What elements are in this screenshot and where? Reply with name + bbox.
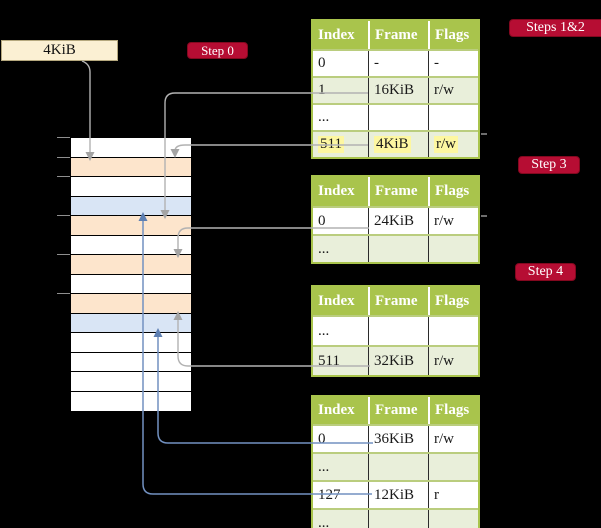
table-cell: - bbox=[428, 51, 478, 76]
table-cell bbox=[428, 454, 478, 480]
memory-row-mapped-page bbox=[71, 196, 191, 216]
table-cell: 511 bbox=[313, 132, 368, 157]
table-cell: 0 bbox=[318, 430, 326, 447]
highlighted-value: r/w bbox=[434, 136, 458, 153]
badge-step-4: Step 4 bbox=[515, 263, 576, 281]
column-header-frame: Frame bbox=[368, 21, 428, 49]
table-cell: 0 bbox=[318, 55, 326, 71]
column-header-frame: Frame bbox=[368, 287, 428, 315]
table-cell bbox=[428, 510, 478, 528]
table-cell: ... bbox=[318, 109, 330, 125]
memory-row-page-table bbox=[71, 216, 191, 236]
memory-row-empty bbox=[71, 372, 191, 392]
memory-row-page-table bbox=[71, 157, 191, 177]
table-row: ... bbox=[313, 315, 478, 345]
column-header-frame: Frame bbox=[368, 177, 428, 206]
column-header-flags: Flags bbox=[428, 287, 478, 315]
table-cell: r/w bbox=[428, 78, 478, 103]
table-cell: r/w bbox=[428, 208, 478, 234]
table-cell: ... bbox=[318, 458, 330, 475]
column-header-index: Index bbox=[318, 292, 355, 309]
table-cell bbox=[368, 454, 428, 480]
frame-size-label: 4KiB bbox=[1, 40, 118, 61]
column-header-index: Index bbox=[318, 183, 355, 199]
table-cell: ... bbox=[318, 240, 330, 257]
table-cell bbox=[368, 236, 428, 262]
memory-tick bbox=[57, 215, 70, 216]
badge-step-0: Step 0 bbox=[187, 42, 248, 59]
table-cell: 4KiB bbox=[368, 132, 428, 157]
table-cell: 127 bbox=[318, 486, 341, 503]
table-cell bbox=[428, 105, 478, 130]
table-cell: 1 bbox=[318, 82, 326, 98]
table-row: ... bbox=[313, 452, 478, 480]
table-cell: r bbox=[428, 482, 478, 508]
table-cell: r/w bbox=[428, 347, 478, 375]
memory-tick bbox=[57, 176, 70, 177]
highlighted-value: 4KiB bbox=[374, 136, 411, 153]
memory-row-empty bbox=[71, 391, 191, 410]
table-cell: 511 bbox=[318, 352, 340, 369]
table-cell: r/w bbox=[428, 132, 478, 157]
memory-tick bbox=[57, 137, 70, 138]
column-header-frame: Frame bbox=[368, 397, 428, 424]
table-cell bbox=[428, 236, 478, 262]
table-row: 511 4KiB r/w bbox=[313, 130, 478, 157]
column-header-flags: Flags bbox=[428, 177, 478, 206]
table-cell bbox=[368, 317, 428, 345]
table-cell: - bbox=[368, 51, 428, 76]
highlighted-value: 511 bbox=[318, 136, 344, 153]
memory-tick bbox=[57, 293, 70, 294]
column-header-flags: Flags bbox=[428, 397, 478, 424]
table-row: ... bbox=[313, 508, 478, 528]
table-cell: r/w bbox=[428, 426, 478, 452]
table-row: ... bbox=[313, 103, 478, 130]
table-cell: 16KiB bbox=[368, 78, 428, 103]
memory-row-empty bbox=[71, 333, 191, 353]
memory-row-empty bbox=[71, 235, 191, 255]
column-header-flags: Flags bbox=[428, 21, 478, 49]
memory-row-empty bbox=[71, 177, 191, 197]
table-cell bbox=[368, 105, 428, 130]
table-cell: 12KiB bbox=[368, 482, 428, 508]
table-cell: 24KiB bbox=[368, 208, 428, 234]
table-cell: 0 bbox=[318, 212, 326, 229]
table-cell bbox=[368, 510, 428, 528]
badge-steps-1-2: Steps 1&2 bbox=[509, 19, 601, 37]
memory-row-empty bbox=[71, 352, 191, 372]
table-cell: 36KiB bbox=[368, 426, 428, 452]
table-row: 0 -- bbox=[313, 49, 478, 76]
column-header-index: Index bbox=[318, 402, 355, 418]
table-cell: 32KiB bbox=[368, 347, 428, 375]
table-row: ... bbox=[313, 234, 478, 262]
memory-tick bbox=[57, 254, 70, 255]
memory-row-empty bbox=[71, 138, 191, 158]
table-cell bbox=[428, 317, 478, 345]
memory-row-page-table bbox=[71, 294, 191, 314]
memory-tick bbox=[57, 157, 70, 158]
badge-step-3: Step 3 bbox=[518, 156, 580, 174]
table-cell: ... bbox=[318, 514, 330, 528]
memory-row-page-table bbox=[71, 255, 191, 275]
memory-row-empty bbox=[71, 274, 191, 294]
physical-memory-column bbox=[70, 137, 192, 412]
column-header-index: Index bbox=[318, 26, 355, 43]
table-cell: ... bbox=[318, 322, 330, 339]
memory-row-mapped-page bbox=[71, 313, 191, 333]
